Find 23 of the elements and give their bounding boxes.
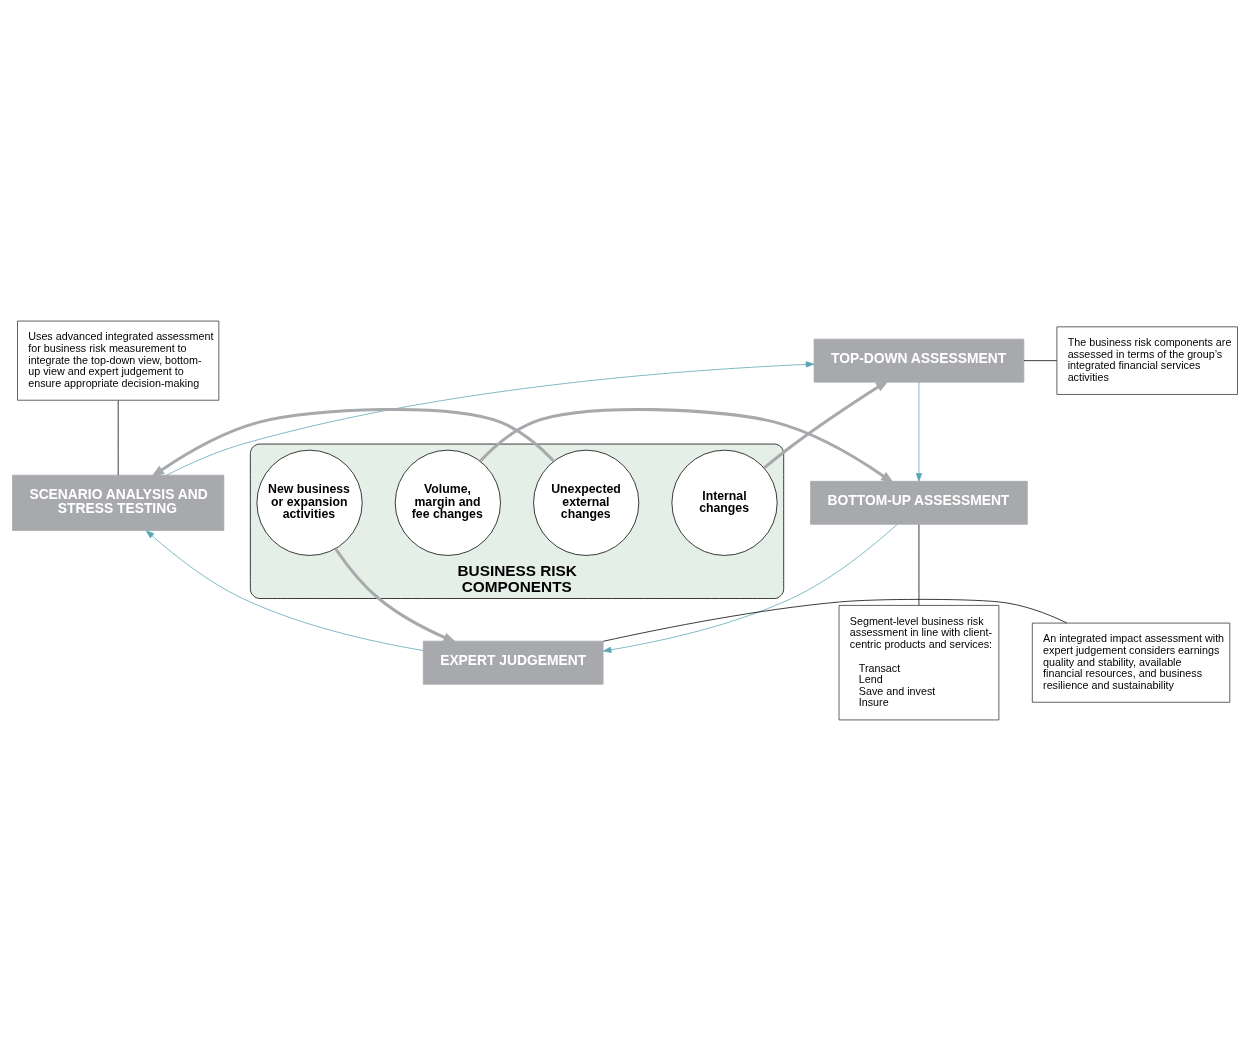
node-box: Uses advanced integrated assessment for business risk measurement to integrate the top-down view, bottom-up view and expert judgement to ensure appropriate decision-making: [17, 320, 220, 401]
node-box: Segment-level business risk assessment in line with client-centric products and services: Transact Lend Save and invest Insure: [838, 605, 1000, 721]
node-box: BOTTOM-UP ASSESSMENT: [810, 480, 1028, 525]
node-box: SCENARIO ANALYSIS AND STRESS TESTING: [12, 474, 225, 531]
node-circle: Volume, margin and fee changes: [394, 449, 501, 556]
node-circle: Internal changes: [671, 449, 778, 556]
connector: [602, 598, 1068, 642]
arrow: [145, 530, 424, 651]
arrow: [166, 361, 815, 476]
arrow: [334, 547, 458, 643]
node-box: The business risk components are assessed in terms of the group’s integrated financial services activities: [1056, 326, 1238, 395]
arrow: [150, 408, 555, 478]
node-circle: Unexpected external changes: [533, 449, 640, 556]
node-circle: New business or expansion activities: [256, 449, 363, 556]
arrow: [763, 379, 890, 470]
connector: [1023, 360, 1058, 362]
arrow: [915, 381, 923, 482]
arrow: [602, 524, 898, 653]
node-box: EXPERT JUDGEMENT: [422, 640, 604, 685]
node-box: TOP-DOWN ASSESSMENT: [813, 338, 1025, 383]
node-box: An integrated impact assessment with expert judgement considers earnings quality and stability, available financial resources, and business resilience and sustainability: [1031, 622, 1231, 703]
arrow: [479, 408, 895, 484]
connector: [918, 524, 920, 606]
